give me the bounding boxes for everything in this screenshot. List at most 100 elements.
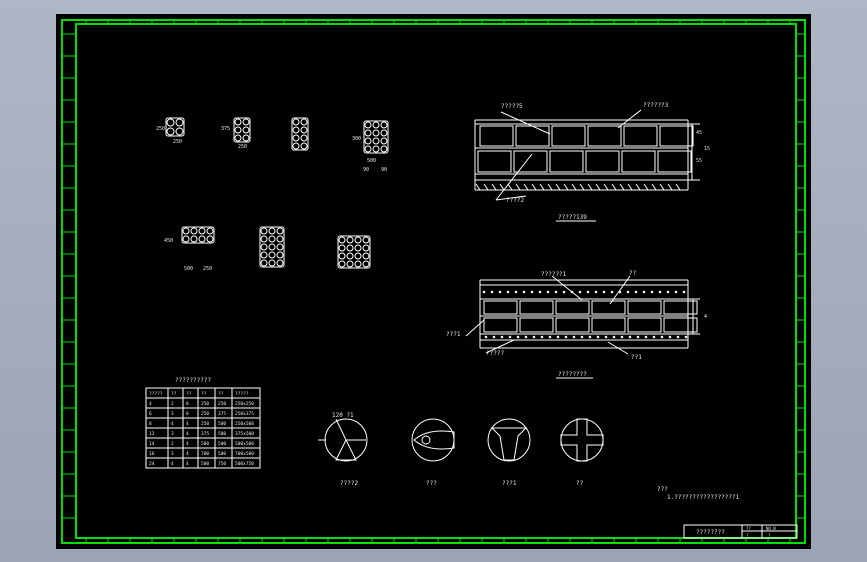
note-title: ??? [657,486,668,493]
dim-label-11: 250 [203,266,212,272]
dim-label-10: 500 [184,266,193,272]
table-cell: 2 [171,441,174,447]
table-cell: 250 [201,411,209,417]
joint-label-1: ????2 [340,480,358,487]
table-cell: 500x500 [235,441,254,447]
joint-label-2: ??? [426,480,437,487]
joint-details [318,418,604,462]
table-cell: 500 [201,441,209,447]
table-cell: ?? [171,391,177,397]
section-a-dim-2: 55 [696,158,702,164]
table-cell: 250x375 [235,411,254,417]
table-cell: 8 [149,421,152,427]
joint-label-4: ?? [576,480,584,487]
table-cell: 3 [171,411,174,417]
table-cell: ?? [186,391,192,397]
table-cell: 700x500 [235,451,254,457]
table-cell: 700 [201,451,209,457]
table-cell: 375 [218,411,226,417]
table-cell: 500x750 [235,461,254,467]
table-cell: 750 [218,461,226,467]
drawing-sheet[interactable]: ?????5 ??????3 ????2 ?????139 45 55 15 ?… [56,14,811,549]
joint-circle-4 [560,418,604,462]
title-block-cell-4: ? [768,533,771,538]
table-cell: 500 [201,461,209,467]
table-cell: 14 [149,441,155,447]
section-a-callout-top-right: ??????3 [643,102,669,109]
section-b-callout-left: ???1 [446,331,461,338]
table-cell: 4 [171,461,174,467]
dim-label-2: 250 [173,139,182,145]
dim-label-7: 90 [363,167,369,173]
table-cell: 4 [186,441,189,447]
title-block-cell-1: ?? [746,526,751,531]
block-dimensions: 250 250 375 250 300 500 90 90 450 500 25… [156,126,387,272]
joint-dim-label: 120 ?1 [332,412,354,419]
section-b-caption: ???????? [558,371,587,378]
dim-label-5: 300 [352,136,361,142]
table-cell: 2 [171,401,174,407]
table-cell: 4 [186,431,189,437]
table-cell: 3 [171,431,174,437]
table-cell: 8 [186,411,189,417]
table-cell: 250 [218,401,226,407]
table-cell: 4 [186,421,189,427]
block-elevations [165,117,389,269]
table-cell: 4 [149,401,152,407]
dim-label-3: 375 [221,126,230,132]
table-cell: 250 [201,401,209,407]
table-title: ?????????? [175,377,212,384]
table-cell: 4 [171,421,174,427]
dim-label-6: 500 [367,158,376,164]
section-b-dim-1: 4 [704,314,707,320]
note-text: 1.?????????????????1 [667,494,740,501]
table-cell: ????? [149,391,163,397]
table-cell: 500 [218,421,226,427]
table-cell: 250 [201,421,209,427]
title-block-cell-3: ? [746,533,749,538]
table-cell: 500 [218,451,226,457]
section-b-callout-bottom-right: ??1 [631,354,642,361]
dim-label-9: 450 [164,238,173,244]
table-cell: ?? [201,391,207,397]
section-b-callout-top-left: ??????1 [541,271,567,278]
table-cell: 8 [186,401,189,407]
dim-label-8: 90 [381,167,387,173]
table-cell: 250x500 [235,421,254,427]
section-b [465,275,700,355]
section-a-dim-3: 15 [704,146,710,152]
joint-circle-2 [411,418,455,462]
table-cell: 250x250 [235,401,254,407]
title-block-cell-2: NO.N [766,526,776,531]
dim-label-4: 250 [238,144,247,150]
table-cell: 3 [171,451,174,457]
drawing-frame [61,19,806,544]
title-block-name: ???????? [696,529,725,536]
table-cell: 500 [218,431,226,437]
table-cell: 16 [149,451,155,457]
section-a-caption: ?????139 [558,214,587,221]
table-cell: 500 [218,441,226,447]
section-a-dim-1: 45 [696,130,702,136]
dim-label-1: 250 [156,126,165,132]
title-block [683,524,798,539]
section-a-callout-bottom: ????2 [506,197,524,204]
section-b-callout-bottom-left: ????? [486,350,504,357]
drawing-canvas[interactable]: ?????5 ??????3 ????2 ?????139 45 55 15 ?… [56,14,811,549]
table-cell: 375x500 [235,431,254,437]
table-cell: 375 [201,431,209,437]
joint-circle-3 [487,418,531,462]
section-b-callout-top-right: ?? [629,270,637,277]
table-cell: ?? [218,391,224,397]
table-cell: 4 [186,461,189,467]
section-a-callout-top-left: ?????5 [501,103,523,110]
section-a [474,109,700,201]
table-cell: ????? [235,391,249,397]
table-cell: 6 [149,411,152,417]
table-cell: 12 [149,431,155,437]
table-cell: 24 [149,461,155,467]
joint-label-3: ???1 [502,480,517,487]
table-cell: 4 [186,451,189,457]
